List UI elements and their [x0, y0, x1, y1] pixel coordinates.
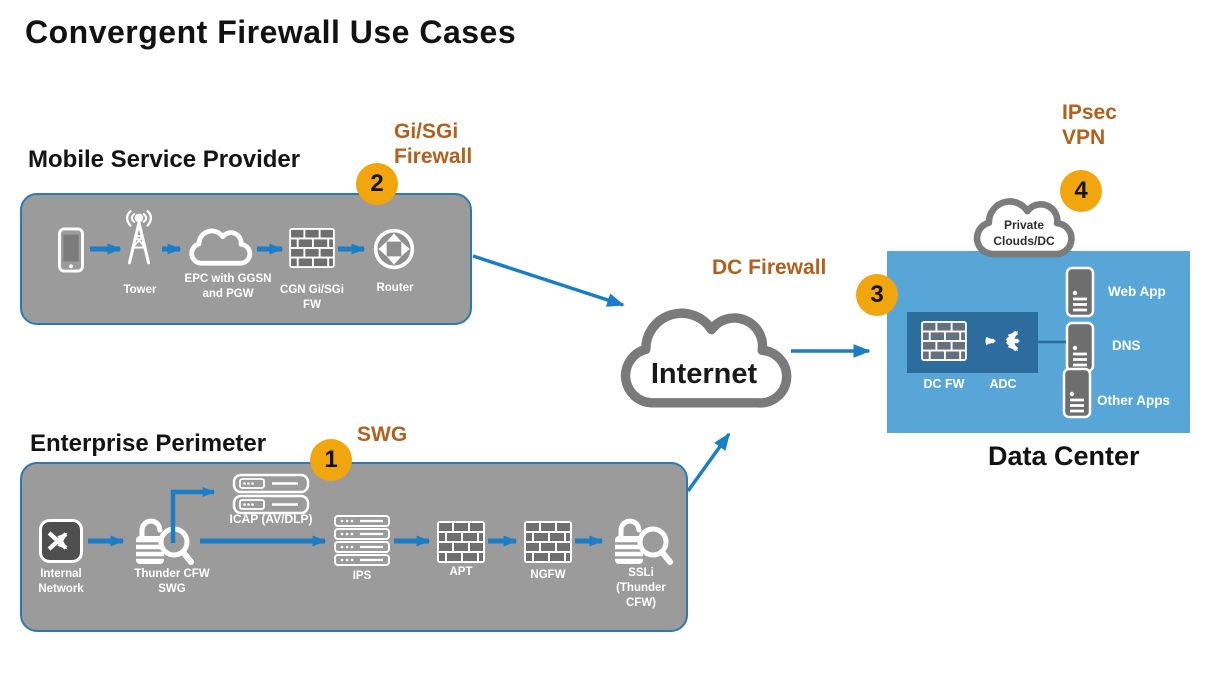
private-cloud-label: Private Clouds/DC	[993, 218, 1055, 248]
ngfw-firewall-icon	[524, 521, 572, 563]
router-icon	[372, 227, 416, 271]
thunder-cfw-swg-icon	[131, 514, 195, 568]
tower-icon	[118, 206, 160, 268]
private-cloud	[968, 190, 1078, 262]
phone-icon	[57, 227, 85, 273]
enterprise-section-heading: Enterprise Perimeter	[30, 430, 267, 457]
dcfw-label: DC FW	[923, 377, 965, 391]
ssli-thunder-cfw-icon	[610, 514, 674, 568]
epc-cloud-icon	[186, 224, 254, 268]
webapp-label: Web App	[1108, 284, 1166, 299]
adc-label: ADC	[989, 377, 1017, 391]
cgn-label: CGN Gi/SGi FW	[280, 284, 344, 311]
otherapps-server-icon	[1062, 367, 1092, 419]
badge-1: 1	[310, 439, 352, 481]
ipsec-vpn-annotation: IPsec VPN	[1062, 101, 1117, 150]
internal-network-icon	[38, 518, 84, 564]
badge-3: 3	[856, 274, 898, 316]
epc-label: EPC with GGSN and PGW	[184, 273, 272, 300]
badge-4: 4	[1060, 170, 1102, 212]
dns-server-icon	[1065, 321, 1095, 373]
apt-label: APT	[449, 566, 473, 578]
cgn-firewall-icon	[289, 228, 335, 268]
adc-icon	[983, 323, 1033, 359]
ssli-label: SSLi (Thunder CFW)	[616, 567, 666, 609]
icap-label: ICAP (AV/DLP)	[229, 512, 313, 526]
apt-firewall-icon	[437, 521, 485, 563]
ips-label: IPS	[352, 570, 372, 582]
swg-annotation: SWG	[357, 423, 408, 446]
webapp-server-icon	[1065, 266, 1095, 318]
gi-sgi-firewall-annotation: Gi/SGi Firewall	[394, 120, 473, 169]
icap-appliance-icon	[232, 473, 310, 515]
dns-label: DNS	[1112, 338, 1141, 353]
internet-cloud	[610, 294, 798, 416]
dc-firewall-annotation: DC Firewall	[712, 256, 827, 279]
otherapps-label: Other Apps	[1097, 393, 1171, 408]
thunder-cfw-label: Thunder CFW SWG	[134, 568, 210, 595]
internet-label: Internet	[650, 358, 758, 390]
mobile-section-heading: Mobile Service Provider	[28, 146, 301, 173]
ngfw-label: NGFW	[530, 569, 566, 581]
page-title: Convergent Firewall Use Cases	[25, 14, 517, 50]
dcfw-firewall-icon	[921, 321, 967, 361]
internal-network-label: Internal Network	[38, 568, 84, 595]
badge-2: 2	[356, 163, 398, 205]
ips-server-icon	[333, 514, 391, 566]
router-label: Router	[376, 282, 414, 294]
tower-label: Tower	[123, 284, 157, 296]
datacenter-caption: Data Center	[988, 441, 1140, 471]
